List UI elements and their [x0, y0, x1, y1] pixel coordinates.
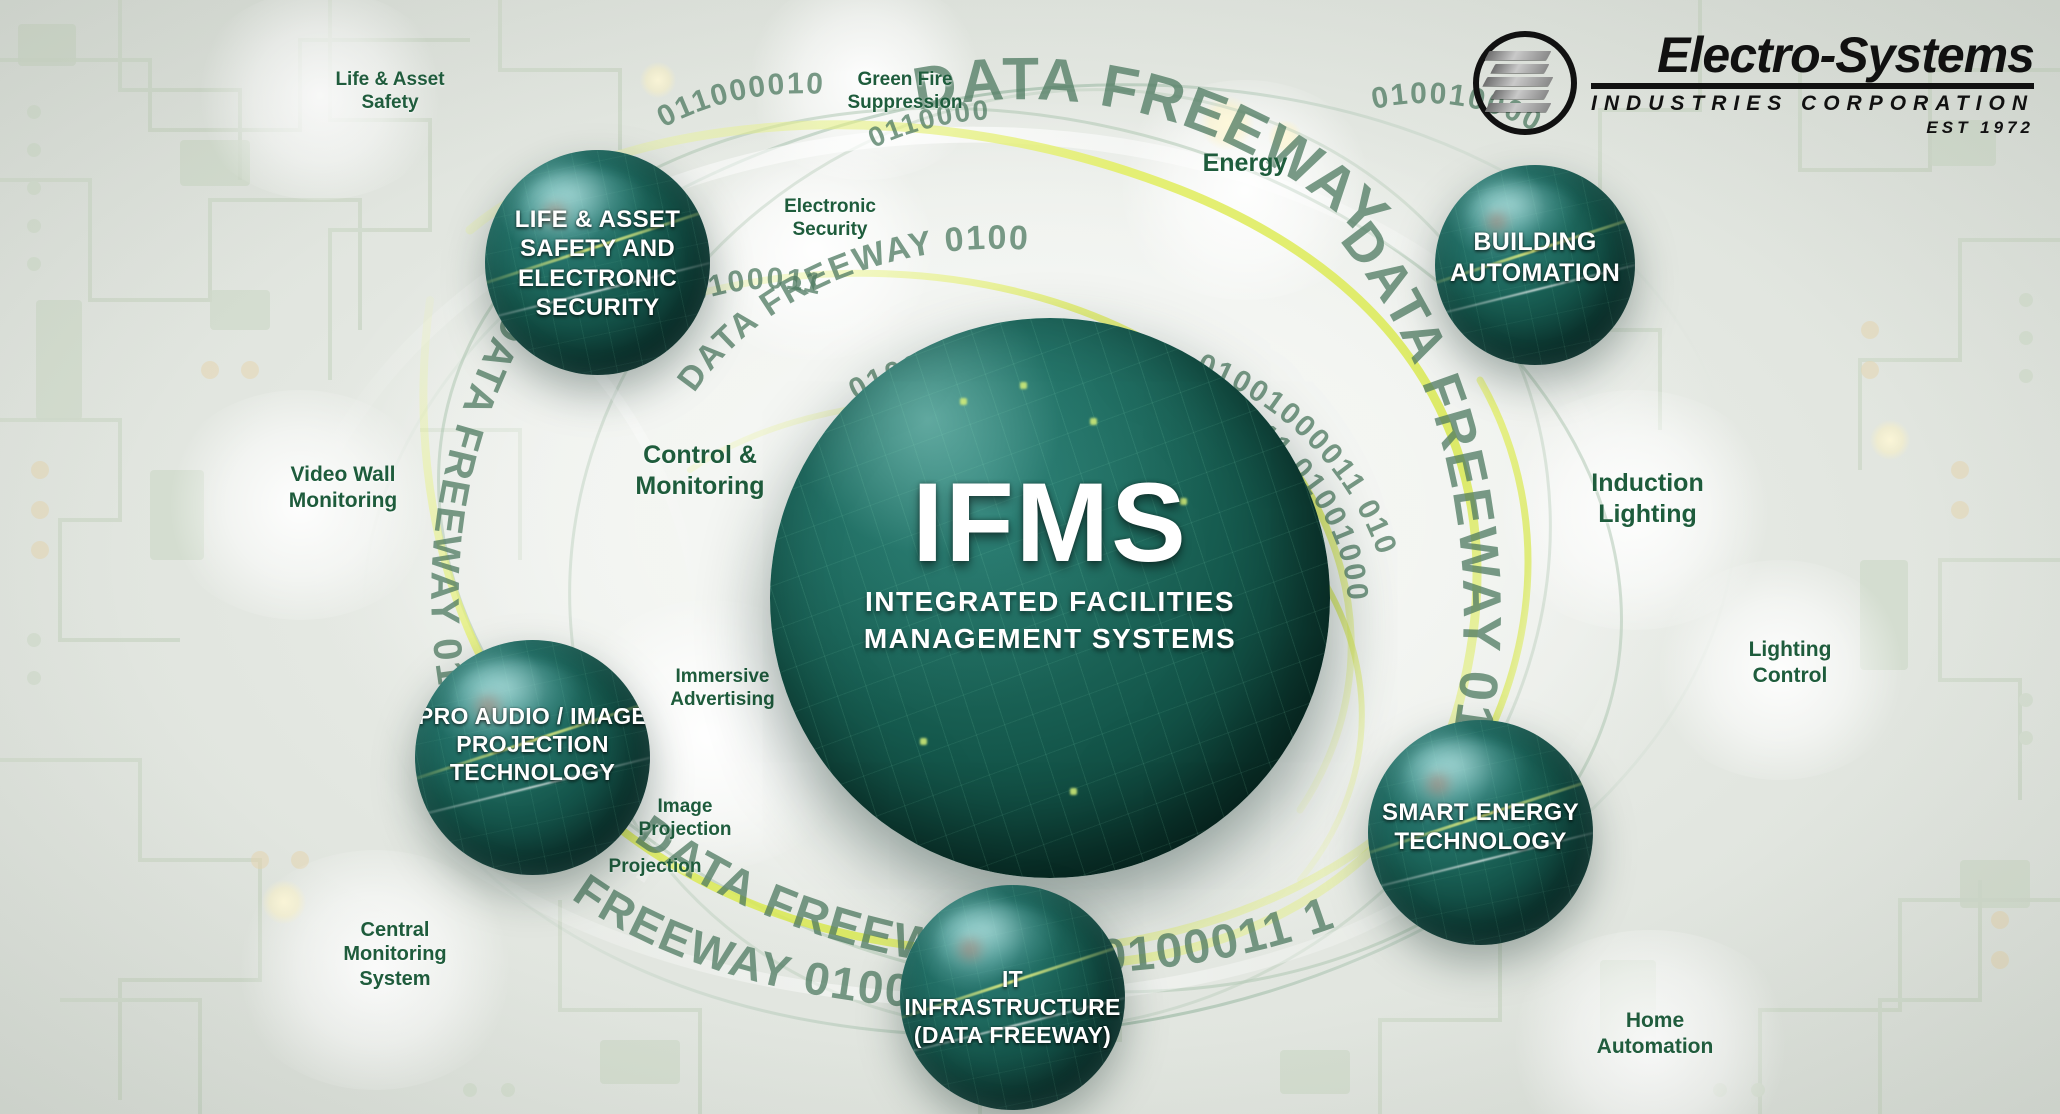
sphere-blush [1479, 209, 1515, 235]
sphere-blush [466, 691, 509, 723]
sphere-rim [485, 150, 710, 375]
globe-led [1020, 382, 1027, 389]
pillar-sphere-pro-audio-image-projection-technology[interactable]: PRO AUDIO / IMAGE PROJECTION TECHNOLOGY [415, 640, 650, 875]
globe-led [1090, 418, 1097, 425]
sphere-rim [1368, 720, 1593, 945]
sphere-rim [415, 640, 650, 875]
logo-established-year: EST 1972 [1926, 118, 2034, 137]
company-logo[interactable]: Electro-Systems INDUSTRIES CORPORATION E… [1473, 27, 2035, 137]
sphere-rim [900, 885, 1125, 1110]
globe-circuit-texture [770, 318, 1330, 878]
electro-systems-lightning-icon [1473, 31, 1578, 135]
sphere-blush [1417, 769, 1458, 799]
pillar-sphere-it-infrastructure-data-freeway[interactable]: IT INFRASTRUCTURE (DATA FREEWAY) [900, 885, 1125, 1110]
sphere-blush [949, 934, 990, 964]
pillar-sphere-smart-energy-technology[interactable]: SMART ENERGY TECHNOLOGY [1368, 720, 1593, 945]
logo-subtitle: INDUSTRIES CORPORATION [1591, 92, 2034, 115]
sphere-blush [534, 199, 575, 229]
sphere-rim [1435, 165, 1635, 365]
pillar-sphere-building-automation[interactable]: BUILDING AUTOMATION [1435, 165, 1635, 365]
globe-warm-reflection [770, 318, 848, 374]
logo-wordmark: Electro-Systems INDUSTRIES CORPORATION E… [1591, 27, 2035, 137]
logo-divider [1591, 83, 2034, 89]
globe-led [960, 398, 967, 405]
logo-company-name: Electro-Systems [1657, 27, 2035, 83]
pillar-sphere-life-asset-safety-electronic-security[interactable]: LIFE & ASSET SAFETY AND ELECTRONIC SECUR… [485, 150, 710, 375]
globe-led [1180, 498, 1187, 505]
globe-led [920, 738, 927, 745]
globe-led [1070, 788, 1077, 795]
central-globe: IFMS INTEGRATED FACILITIES MANAGEMENT SY… [770, 318, 1330, 878]
globe-sphere: IFMS INTEGRATED FACILITIES MANAGEMENT SY… [770, 318, 1330, 878]
